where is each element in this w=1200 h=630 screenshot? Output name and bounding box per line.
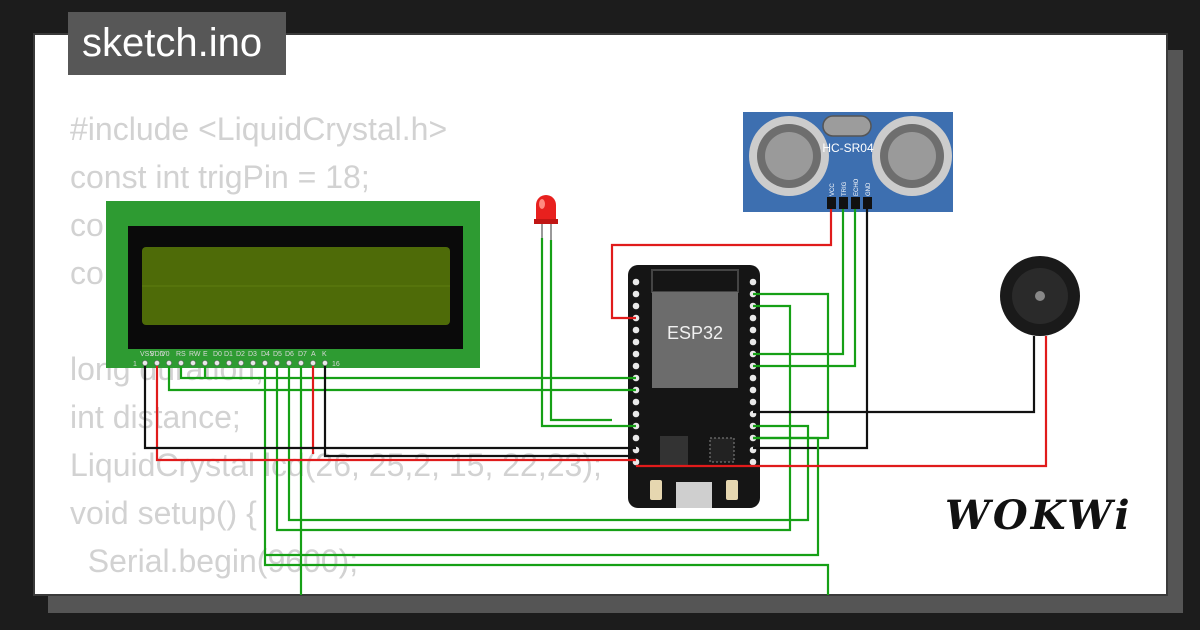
lcd-pin-label: VDD xyxy=(150,351,165,358)
sensor-label: HC-SR04 xyxy=(822,141,874,155)
lcd-pin-label: K xyxy=(322,351,327,358)
lcd-pin-number: 1 xyxy=(133,361,137,368)
wire-buzzer-neg xyxy=(753,336,1036,414)
code-line: Serial.begin(9600); xyxy=(70,543,359,579)
wire-d6 xyxy=(287,366,810,522)
lcd-pin-number: 16 xyxy=(332,361,340,368)
lcd-pin-label: V0 xyxy=(161,351,170,358)
red-led[interactable] xyxy=(534,195,558,240)
wire-sensor-trig xyxy=(753,209,845,356)
code-line: LiquidCrystal lcd(26, 25,2, 15, 22,23); xyxy=(70,447,602,483)
wire-led-cathode xyxy=(549,240,612,422)
wire-d4 xyxy=(263,366,830,595)
sensor-pin-labels: VCC TRIG ECHO GND xyxy=(830,178,872,196)
lcd-module[interactable]: VSS VDD V0 RS RW E D0 D1 D2 D3 D4 D5 D6 … xyxy=(106,201,480,368)
wire-led-anode xyxy=(540,238,636,428)
wires xyxy=(143,209,1048,595)
wokwi-logo: WOKWi xyxy=(945,492,1133,539)
lcd-pin-label: D7 xyxy=(298,351,307,358)
code-line: const int trigPin = 18; xyxy=(70,159,370,195)
code-line: void setup() { xyxy=(70,495,257,531)
code-line: #include <LiquidCrystal.h> xyxy=(70,111,448,147)
lcd-pin-label: D1 xyxy=(224,351,233,358)
wire-v0 xyxy=(167,366,636,392)
wire-sensor-vcc xyxy=(610,209,833,320)
lcd-pin-row xyxy=(142,360,328,366)
wire-rs xyxy=(179,366,636,380)
lcd-pin-label: A xyxy=(311,351,316,358)
lcd-pin-label: RW xyxy=(189,351,201,358)
ultrasonic-sensor[interactable]: HC-SR04 VCC TRIG ECHO GND xyxy=(743,112,953,212)
wire-sensor-echo xyxy=(753,209,857,368)
lcd-pin-labels: VSS VDD V0 RS RW E D0 D1 D2 D3 D4 D5 D6 … xyxy=(133,351,340,368)
sensor-pin-header xyxy=(827,197,872,209)
lcd-pin-label: D5 xyxy=(273,351,282,358)
code-line: int distance; xyxy=(70,399,241,435)
lcd-pin-label: D3 xyxy=(248,351,257,358)
sensor-pin-label: VCC xyxy=(830,183,836,196)
wire-vss xyxy=(143,366,636,450)
esp32-pins-right xyxy=(749,278,757,466)
sensor-pin-label: TRIG xyxy=(842,181,848,196)
lcd-pin-label: D6 xyxy=(285,351,294,358)
wire-k xyxy=(323,366,636,458)
code-line: co xyxy=(70,255,104,291)
wire-esp-bottom xyxy=(265,436,820,557)
lcd-pin-label: D0 xyxy=(213,351,222,358)
wire-sensor-gnd xyxy=(753,209,869,450)
wire-vdd xyxy=(155,366,636,462)
esp32-pins-left xyxy=(632,278,640,466)
code-line: co xyxy=(70,207,104,243)
lcd-pin-label: D2 xyxy=(236,351,245,358)
wire-d5 xyxy=(275,304,792,532)
lcd-pin-label: RS xyxy=(176,351,186,358)
file-tab[interactable]: sketch.ino xyxy=(68,12,286,75)
lcd-pin-label: E xyxy=(203,351,208,358)
wire-buzzer-pos xyxy=(636,336,1048,468)
code-background: #include <LiquidCrystal.h> const int tri… xyxy=(70,105,602,585)
sensor-pin-label: GND xyxy=(866,182,872,196)
esp32-label: ESP32 xyxy=(667,323,723,343)
sensor-pin-label: ECHO xyxy=(854,178,860,196)
preview-card: #include <LiquidCrystal.h> const int tri… xyxy=(33,33,1168,596)
buzzer[interactable] xyxy=(1000,256,1080,336)
esp32-board[interactable]: ESP32 xyxy=(628,265,760,508)
lcd-pin-label: D4 xyxy=(261,351,270,358)
lcd-pin-label: VSS xyxy=(140,351,154,358)
